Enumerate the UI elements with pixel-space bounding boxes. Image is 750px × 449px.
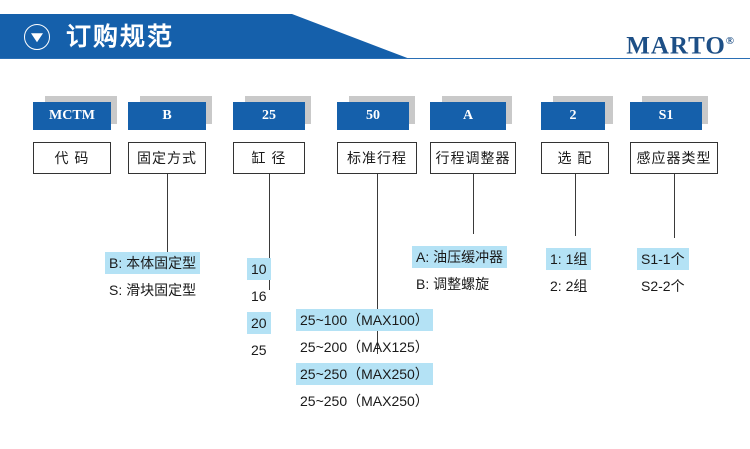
label-box-code: 代 码 [33, 142, 111, 174]
circle-triangle-down-icon [24, 24, 50, 50]
label-box-sensor-type: 感应器类型 [630, 142, 718, 174]
label-box-stroke: 标准行程 [337, 142, 417, 174]
brand-logo: MARTO® [626, 27, 734, 60]
option-group-sensor-type: S1-1个 S2-2个 [637, 248, 689, 302]
option-stroke-adjuster-1[interactable]: B: 调整螺旋 [416, 276, 490, 292]
code-box-stroke[interactable]: 50 [337, 102, 409, 130]
option-optional-1[interactable]: 2: 2组 [550, 278, 588, 294]
page-title: 订购规范 [66, 23, 175, 51]
code-box-stroke-adjuster[interactable]: A [430, 102, 506, 130]
option-bore-3[interactable]: 25 [251, 342, 267, 358]
option-stroke-3[interactable]: 25~250（MAX250） [300, 393, 429, 409]
option-stroke-2[interactable]: 25~250（MAX250） [296, 363, 433, 385]
code-box-code[interactable]: MCTM [33, 102, 111, 130]
option-optional-0[interactable]: 1: 1组 [546, 248, 592, 270]
label-box-mounting: 固定方式 [128, 142, 206, 174]
option-mounting-0[interactable]: B: 本体固定型 [105, 252, 201, 274]
registered-mark: ® [725, 35, 734, 47]
connector-line-optional [575, 174, 576, 236]
ordering-code-diagram: MCTM 代 码 B 固定方式 B: 本体固定型 S: 滑块固定型 25 缸 径 10 16 20 2… [0, 66, 750, 449]
option-group-mounting: B: 本体固定型 S: 滑块固定型 [105, 252, 201, 306]
code-box-optional[interactable]: 2 [541, 102, 605, 130]
option-mounting-1[interactable]: S: 滑块固定型 [109, 282, 197, 298]
header-divider [0, 58, 750, 59]
option-bore-0[interactable]: 10 [247, 258, 271, 280]
option-stroke-adjuster-0[interactable]: A: 油压缓冲器 [412, 246, 508, 268]
option-group-stroke-adjuster: A: 油压缓冲器 B: 调整螺旋 [412, 246, 508, 300]
option-sensor-type-1[interactable]: S2-2个 [641, 278, 685, 294]
option-group-optional: 1: 1组 2: 2组 [546, 248, 592, 302]
connector-line-stroke [377, 174, 378, 354]
connector-line-bore [269, 174, 270, 290]
option-sensor-type-0[interactable]: S1-1个 [637, 248, 689, 270]
option-bore-1[interactable]: 16 [251, 288, 267, 304]
option-bore-2[interactable]: 20 [247, 312, 271, 334]
code-box-bore[interactable]: 25 [233, 102, 305, 130]
connector-line-stroke-adjuster [473, 174, 474, 234]
label-box-optional: 选 配 [541, 142, 609, 174]
page-header: 订购规范 MARTO® [0, 0, 750, 66]
option-group-bore: 10 16 20 25 [247, 258, 271, 366]
brand-logo-text: MARTO [626, 32, 726, 60]
label-box-bore: 缸 径 [233, 142, 305, 174]
label-box-stroke-adjuster: 行程调整器 [430, 142, 516, 174]
option-group-stroke: 25~100（MAX100） 25~200（MAX125） 25~250（MAX25… [296, 309, 433, 417]
code-box-sensor-type[interactable]: S1 [630, 102, 702, 130]
code-box-mounting[interactable]: B [128, 102, 206, 130]
connector-line-sensor-type [674, 174, 675, 238]
connector-line-mounting [167, 174, 168, 272]
option-stroke-1[interactable]: 25~200（MAX125） [300, 339, 429, 355]
header-banner [0, 14, 410, 59]
option-stroke-0[interactable]: 25~100（MAX100） [296, 309, 433, 331]
